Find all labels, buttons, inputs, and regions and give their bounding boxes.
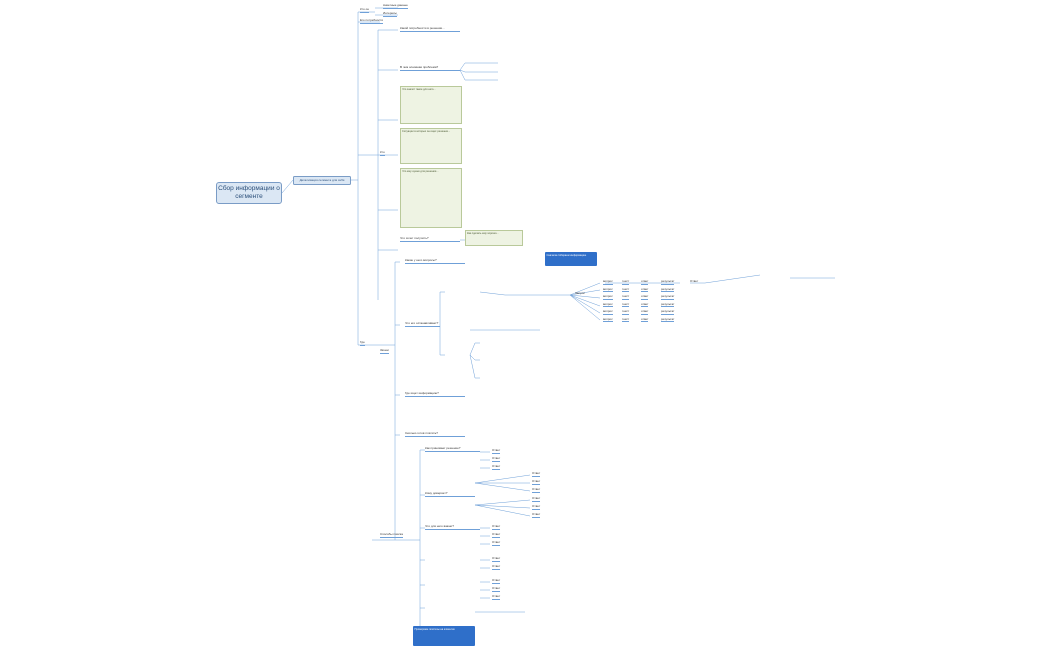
question-1[interactable]: Какой потребности в решении... <box>400 26 460 32</box>
table-cell-1-1[interactable]: текст <box>622 286 630 293</box>
leaf-answer-15[interactable]: Ответ <box>492 578 501 584</box>
leaf-answer-9[interactable]: Ответ <box>532 512 541 518</box>
table-cell-5-3[interactable]: результат <box>661 316 675 323</box>
table-cell-4-0[interactable]: вопрос <box>603 309 613 315</box>
leaf-answer-13[interactable]: Ответ <box>492 556 501 562</box>
question-8[interactable]: Как принимает решение? <box>425 446 480 452</box>
branch-gde[interactable]: Где <box>360 340 365 346</box>
table-cell-1-3[interactable]: результат <box>661 286 675 293</box>
leaf-answer-2[interactable]: Ответ <box>492 456 501 462</box>
root-title: Сбор информации о сегменте <box>218 185 280 200</box>
table-header-query: Запрос <box>575 291 585 295</box>
branch-sposoby[interactable]: Способы поиска <box>380 532 403 538</box>
table-cell-5-2[interactable]: ответ <box>641 316 649 323</box>
question-4[interactable]: Какие у него вопросы? <box>405 258 465 264</box>
main-branch-label: Детализация сегмента для себя <box>299 178 345 182</box>
leaf-answer-17[interactable]: Ответ <box>492 594 501 600</box>
table-cell-5-0[interactable]: вопрос <box>603 316 613 323</box>
table-cell-0-3[interactable]: результат <box>661 279 675 285</box>
table-cell-4-2[interactable]: ответ <box>641 309 649 315</box>
note-4: Как сделать ему хорошо... <box>465 230 523 246</box>
branch-zachem[interactable]: Зачем <box>380 348 389 354</box>
question-5[interactable]: Что его останавливает? <box>405 321 440 327</box>
leaf-answer-5[interactable]: Ответ <box>532 479 541 485</box>
table-cell-2-0[interactable]: вопрос <box>603 294 613 300</box>
leaf-answer-12[interactable]: Ответ <box>492 540 501 546</box>
question-9[interactable]: Кому доверяет? <box>425 491 475 497</box>
leaf-anketa[interactable]: Анкетные данные <box>383 3 408 9</box>
note-3: Что ему нужно для решения... <box>400 168 462 228</box>
leaf-answer-14[interactable]: Ответ <box>492 564 501 570</box>
table-cell-3-2[interactable]: ответ <box>641 301 649 308</box>
leaf-answer-6[interactable]: Ответ <box>532 487 541 493</box>
table-cell-0-0[interactable]: вопрос <box>603 279 613 285</box>
question-2[interactable]: В чем основная проблема? <box>400 65 460 71</box>
branch-kto[interactable]: Кто <box>380 150 385 156</box>
table-cell-2-1[interactable]: текст <box>622 294 630 300</box>
leaf-answer-16[interactable]: Ответ <box>492 586 501 592</box>
table-cell-3-0[interactable]: вопрос <box>603 301 613 308</box>
branch-kto-on[interactable]: Кто он <box>360 7 369 13</box>
table-cell-2-2[interactable]: ответ <box>641 294 649 300</box>
leaf-answer-4[interactable]: Ответ <box>532 471 541 477</box>
table-cell-3-1[interactable]: текст <box>622 301 630 308</box>
table-cell-3-3[interactable]: результат <box>661 301 675 308</box>
leaf-answer-3[interactable]: Ответ <box>492 464 501 470</box>
table-cell-4-1[interactable]: текст <box>622 309 630 315</box>
leaf-answer-8[interactable]: Ответ <box>532 504 541 510</box>
main-branch-node[interactable]: Детализация сегмента для себя <box>293 176 351 185</box>
leaf-answer-10[interactable]: Ответ <box>492 524 501 530</box>
table-cell-0-1[interactable]: текст <box>622 279 630 285</box>
table-cell-0-2[interactable]: ответ <box>641 279 649 285</box>
branch-needs[interactable]: Его потребности <box>360 18 384 24</box>
table-header-answer: Ответ <box>690 279 699 283</box>
root-node[interactable]: Сбор информации о сегменте <box>216 182 282 204</box>
table-cell-2-3[interactable]: результат <box>661 294 675 300</box>
question-10[interactable]: Что для него важно? <box>425 524 480 530</box>
leaf-interests[interactable]: Интересы <box>383 11 397 17</box>
table-cell-1-2[interactable]: ответ <box>641 286 649 293</box>
question-7[interactable]: Сколько готов платить? <box>405 431 465 437</box>
table-cell-5-1[interactable]: текст <box>622 316 630 323</box>
leaf-answer-7[interactable]: Ответ <box>532 496 541 502</box>
question-3[interactable]: Что хочет получить? <box>400 236 460 242</box>
note-1: Что значит такое для него... <box>400 86 462 124</box>
callout-1: Сначала собираем информацию <box>545 252 597 266</box>
table-cell-1-0[interactable]: вопрос <box>603 286 613 293</box>
leaf-answer-11[interactable]: Ответ <box>492 532 501 538</box>
table-cell-4-3[interactable]: результат <box>661 309 675 315</box>
question-6[interactable]: Где ищет информацию? <box>405 391 465 397</box>
note-2: Ситуации в которых он ищет решение... <box>400 128 462 164</box>
leaf-answer-1[interactable]: Ответ <box>492 448 501 454</box>
callout-2: Проверяем гипотезы на клиентах <box>413 626 475 646</box>
